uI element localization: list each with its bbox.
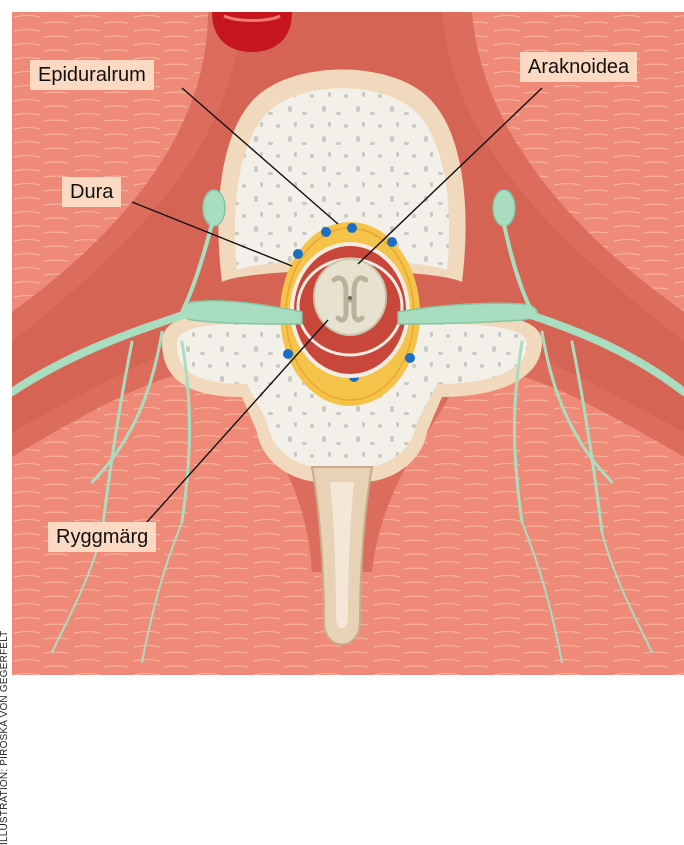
label-araknoidea: Araknoidea	[520, 52, 637, 82]
illustration-frame: Epiduralrum Araknoidea Dura Ryggmärg	[12, 12, 684, 675]
label-epiduralrum: Epiduralrum	[30, 60, 154, 90]
dorsal-root-ganglion-left	[203, 190, 225, 226]
label-dura: Dura	[62, 177, 121, 207]
illustration-credit: ILLUSTRATION: PIROSKA VON GEGERFELT	[0, 225, 13, 845]
label-ryggmarg: Ryggmärg	[48, 522, 156, 552]
dorsal-root-ganglion-right	[493, 190, 515, 226]
spine-cross-section	[12, 12, 684, 675]
